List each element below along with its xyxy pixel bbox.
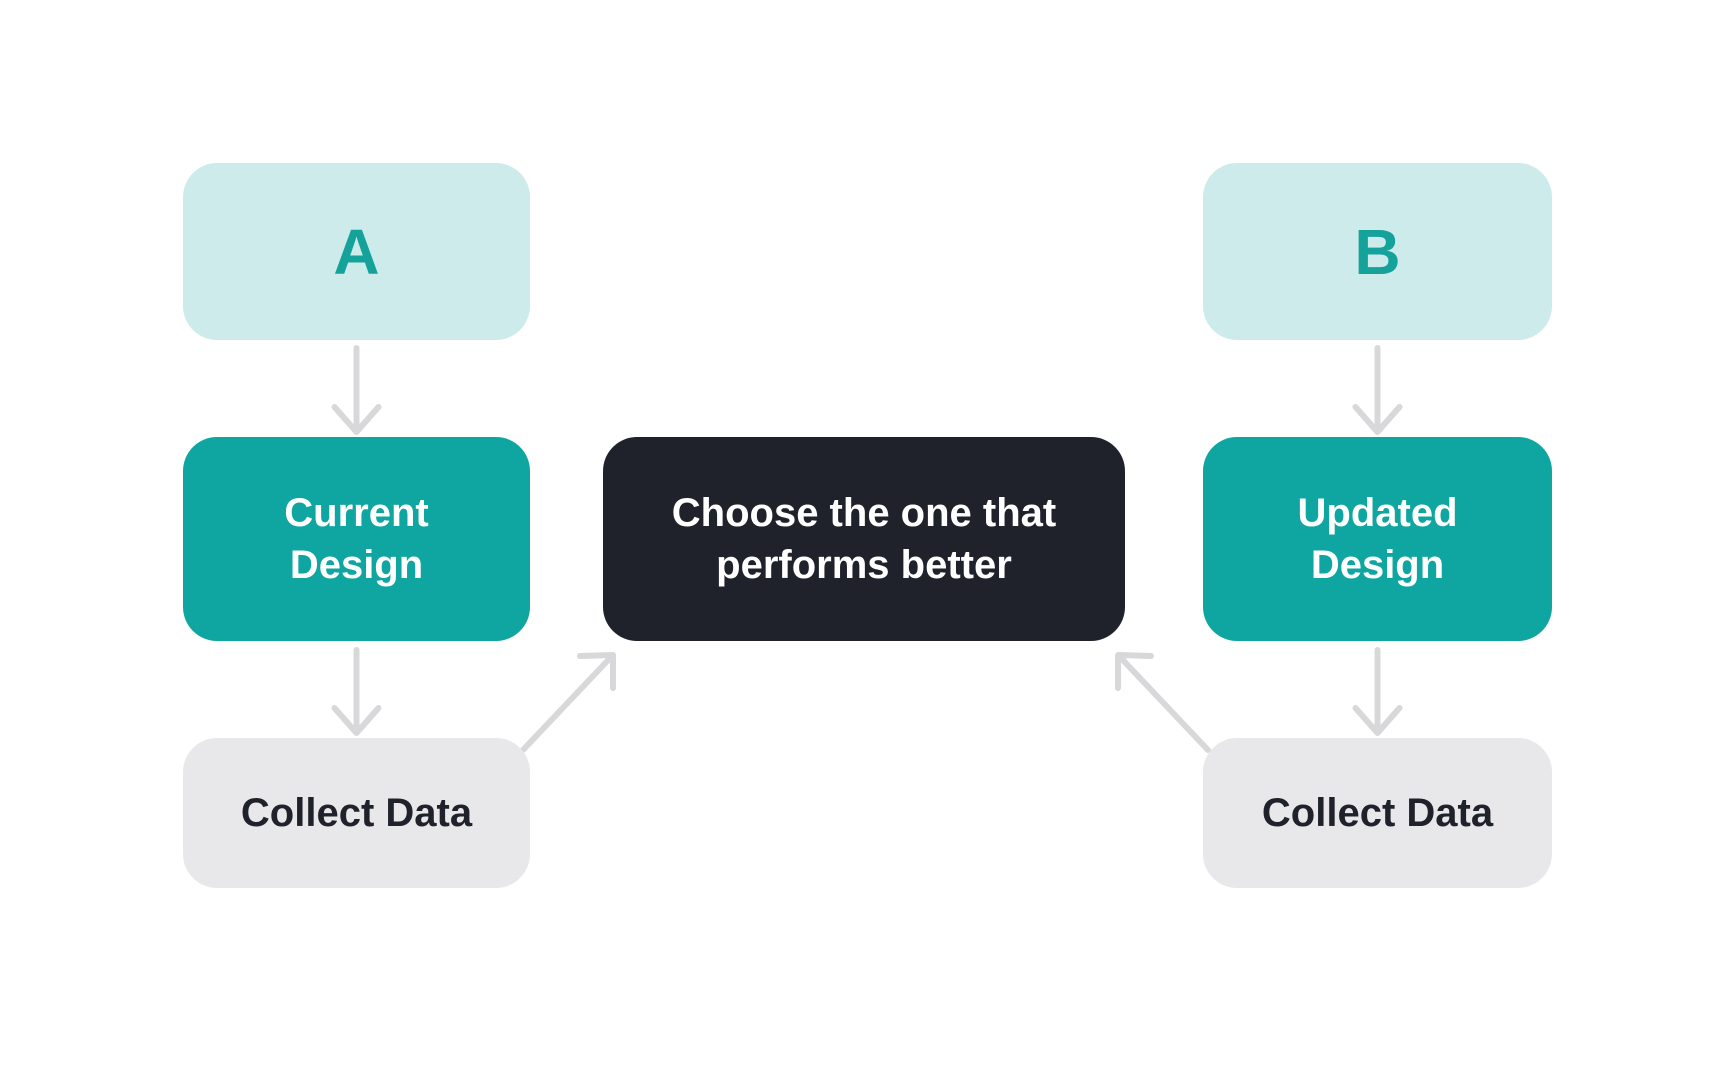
arrow-current-design-to-collect-data-icon bbox=[331, 647, 382, 736]
collect-data-b-label: Collect Data bbox=[1261, 791, 1494, 835]
arrow-a-to-current-design-icon bbox=[331, 345, 382, 435]
updated-design-label: Updated Design bbox=[1297, 491, 1458, 587]
choose-winner-box: Choose the one that performs better bbox=[603, 437, 1125, 641]
choose-winner-label: Choose the one that performs better bbox=[671, 491, 1057, 587]
variant-b-box: B bbox=[1203, 163, 1552, 340]
arrow-collect-data-left-to-choose-icon bbox=[520, 652, 616, 753]
arrow-updated-design-to-collect-data-icon bbox=[1352, 647, 1403, 736]
current-design-box: Current Design bbox=[183, 437, 530, 641]
updated-design-box: Updated Design bbox=[1203, 437, 1552, 641]
collect-data-a-box: Collect Data bbox=[183, 738, 530, 888]
current-design-label: Current Design bbox=[284, 491, 429, 587]
variant-b-label: B bbox=[1354, 215, 1401, 288]
arrow-b-to-updated-design-icon bbox=[1352, 345, 1403, 435]
collect-data-a-label: Collect Data bbox=[240, 791, 473, 835]
arrow-collect-data-right-to-choose-icon bbox=[1115, 652, 1211, 753]
variant-a-label: A bbox=[333, 215, 380, 288]
variant-a-box: A bbox=[183, 163, 530, 340]
collect-data-b-box: Collect Data bbox=[1203, 738, 1552, 888]
